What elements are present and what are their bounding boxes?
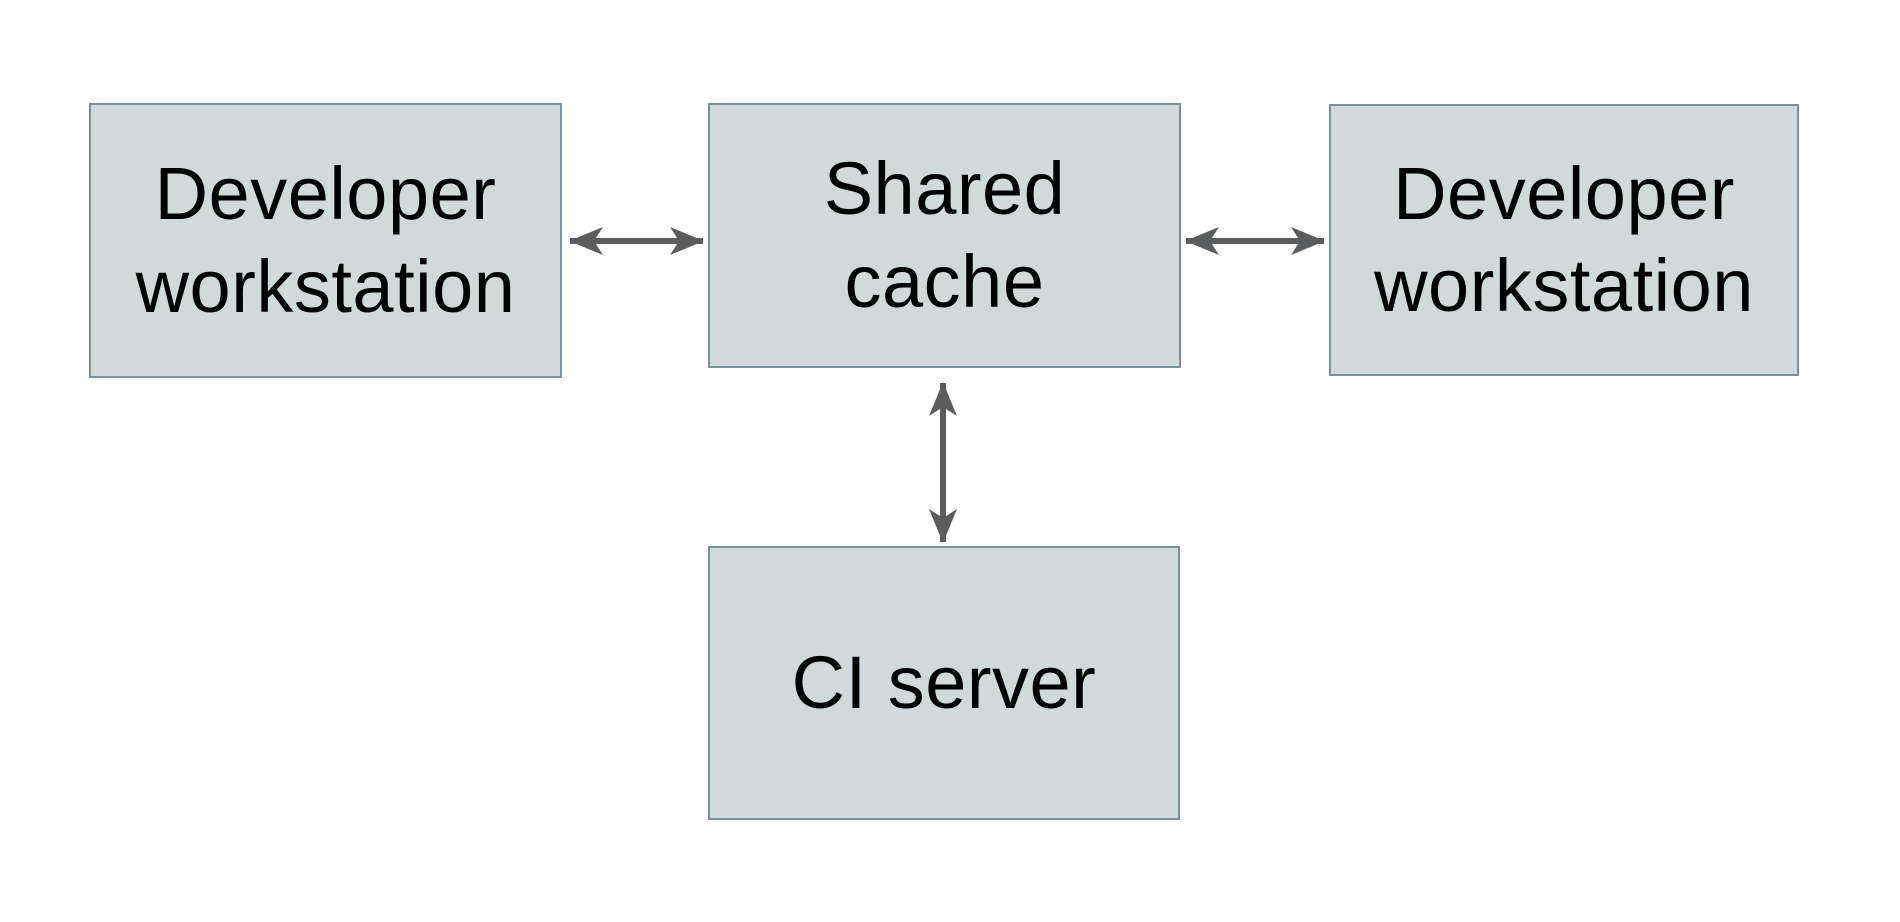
node-label-line: Developer (154, 152, 497, 235)
node-ci-server: CI server (708, 546, 1180, 820)
node-developer-workstation-right: Developer workstation (1329, 104, 1799, 376)
node-developer-workstation-left: Developer workstation (89, 103, 562, 378)
node-label-line: workstation (1374, 244, 1754, 327)
node-shared-cache: Shared cache (708, 103, 1181, 368)
node-label-line: cache (844, 239, 1045, 323)
node-label-line: Developer (1393, 151, 1735, 235)
node-label-line: CI server (791, 640, 1097, 724)
node-label-line: Shared (823, 147, 1066, 230)
node-label-line: workstation (135, 244, 516, 328)
